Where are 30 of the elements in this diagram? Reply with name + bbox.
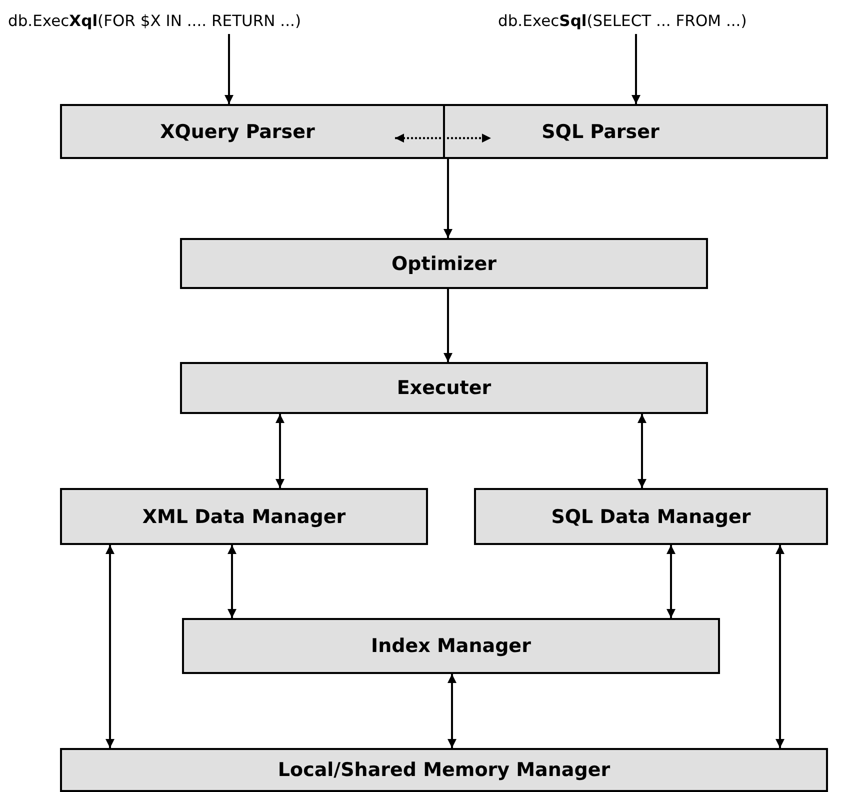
component-label: SQL Parser (542, 120, 660, 142)
api-call-text: db.ExecSql(SELECT ... FROM ...) (498, 12, 747, 30)
component-label: SQL Data Manager (551, 506, 751, 528)
component-box (60, 488, 428, 545)
component-label: Executer (396, 377, 492, 399)
arrow (776, 545, 784, 748)
arrow (444, 289, 452, 362)
component-box (182, 618, 720, 674)
arrow (106, 545, 114, 748)
arrow (224, 34, 234, 104)
component-label: XQuery Parser (160, 120, 315, 142)
arrow (666, 545, 676, 618)
component-label: XML Data Manager (142, 506, 346, 528)
arrow (638, 414, 646, 488)
component-box (180, 238, 708, 289)
component-box (60, 104, 445, 159)
arrow (276, 414, 284, 488)
component-label: Local/Shared Memory Manager (278, 759, 610, 781)
component-label: Optimizer (392, 252, 496, 274)
api-call-text: db.ExecXql(FOR $X IN .... RETURN ...) (8, 12, 302, 30)
component-box (474, 488, 828, 545)
arrow (448, 674, 456, 748)
component-box (60, 748, 828, 792)
component-box (180, 362, 708, 414)
arrow (632, 34, 640, 104)
arrow (444, 159, 452, 238)
arrow (395, 134, 491, 143)
component-box (443, 104, 828, 159)
component-label: Index Manager (371, 635, 531, 657)
arrow (228, 545, 236, 618)
